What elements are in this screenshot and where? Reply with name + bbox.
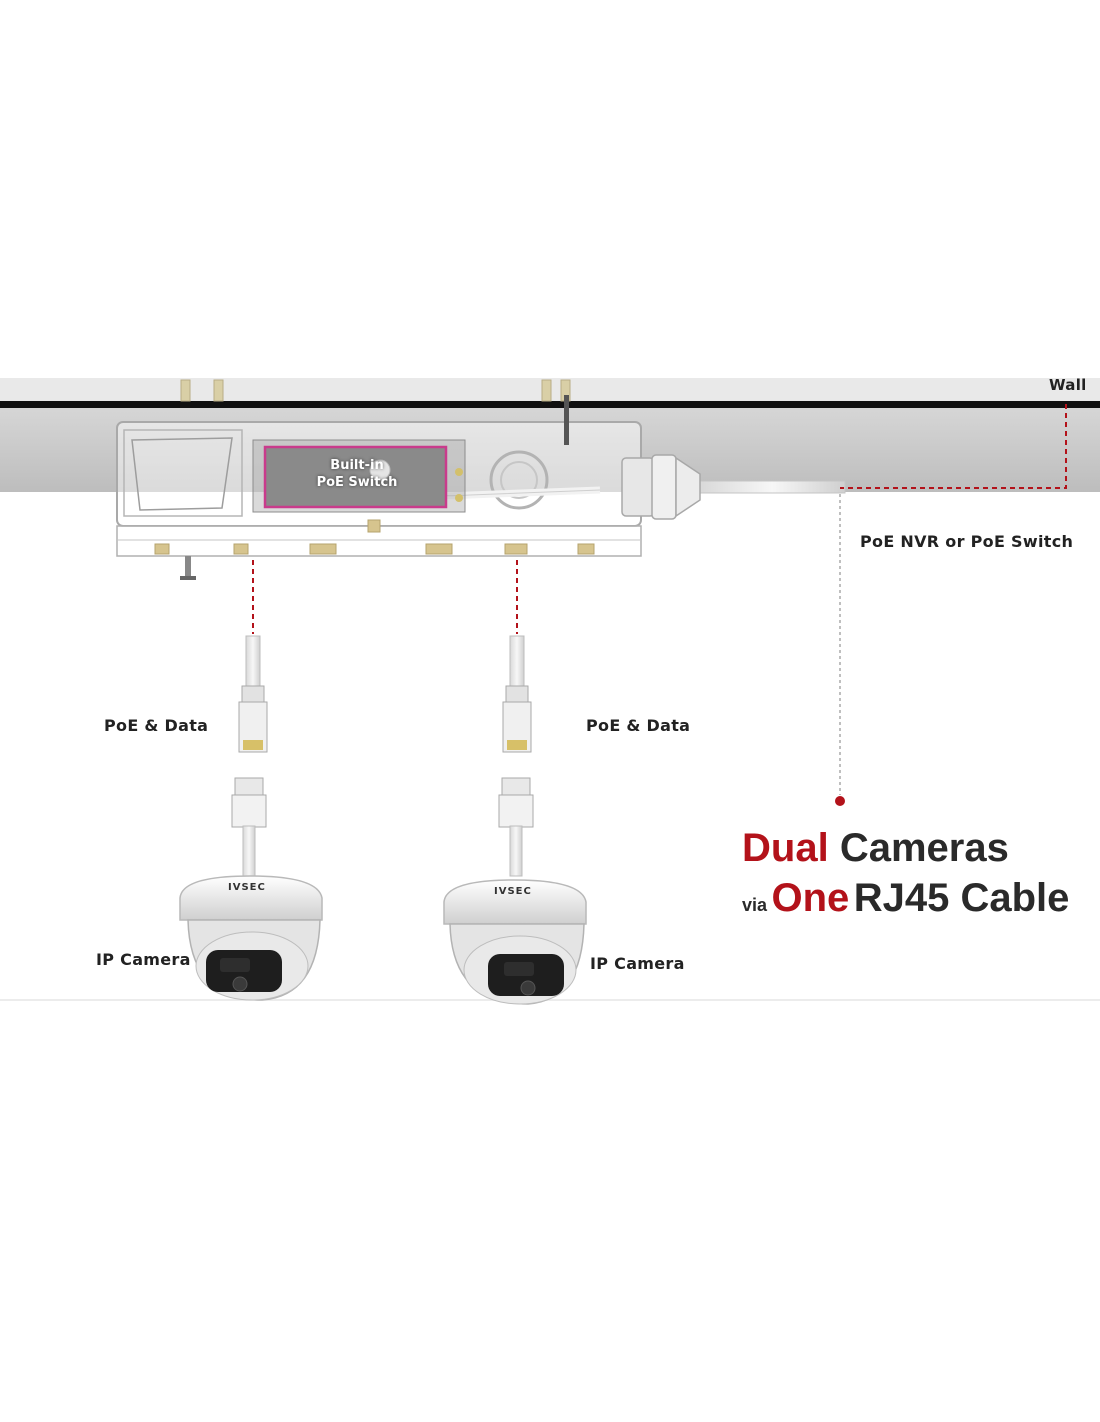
poe-data-label-right: PoE & Data (586, 716, 691, 735)
camera-pigtail-right (498, 777, 534, 877)
headline-cameras: Cameras (839, 826, 1009, 870)
nvr-label: PoE NVR or PoE Switch (860, 532, 1074, 551)
camera-pigtail-left (231, 777, 267, 877)
headline-line1: Dual Cameras (742, 826, 1009, 871)
poe-switch-label-line2: PoE Switch (316, 475, 398, 490)
camera-label-right: IP Camera (590, 954, 685, 973)
poe-switch-module (252, 439, 466, 513)
rj45-connector-left (238, 635, 268, 753)
dome-camera-left (179, 875, 323, 1001)
dome-camera-right (443, 879, 587, 1005)
headline-accent-one: One (771, 876, 850, 920)
poe-switch-label-line1: Built-in (330, 458, 384, 473)
rj45-connector-right (502, 635, 532, 753)
connection-lines (252, 404, 1067, 795)
poe-data-label-left: PoE & Data (104, 716, 209, 735)
poe-switch-label: Built-in PoE Switch (268, 457, 446, 491)
brand-logo-left: IVSEC (228, 882, 266, 893)
wall-label: Wall (1049, 376, 1087, 394)
brand-logo-right: IVSEC (494, 886, 532, 897)
outgoing-cable (621, 454, 846, 520)
headline-via: via (742, 895, 768, 915)
nvr-endpoint-dot (835, 796, 845, 806)
camera-label-left: IP Camera (96, 950, 191, 969)
headline-rj45-cable: RJ45 Cable (853, 876, 1070, 920)
headline-line2: via One RJ45 Cable (742, 876, 1069, 921)
junction-box (116, 395, 642, 580)
headline-accent-dual: Dual (742, 826, 829, 870)
